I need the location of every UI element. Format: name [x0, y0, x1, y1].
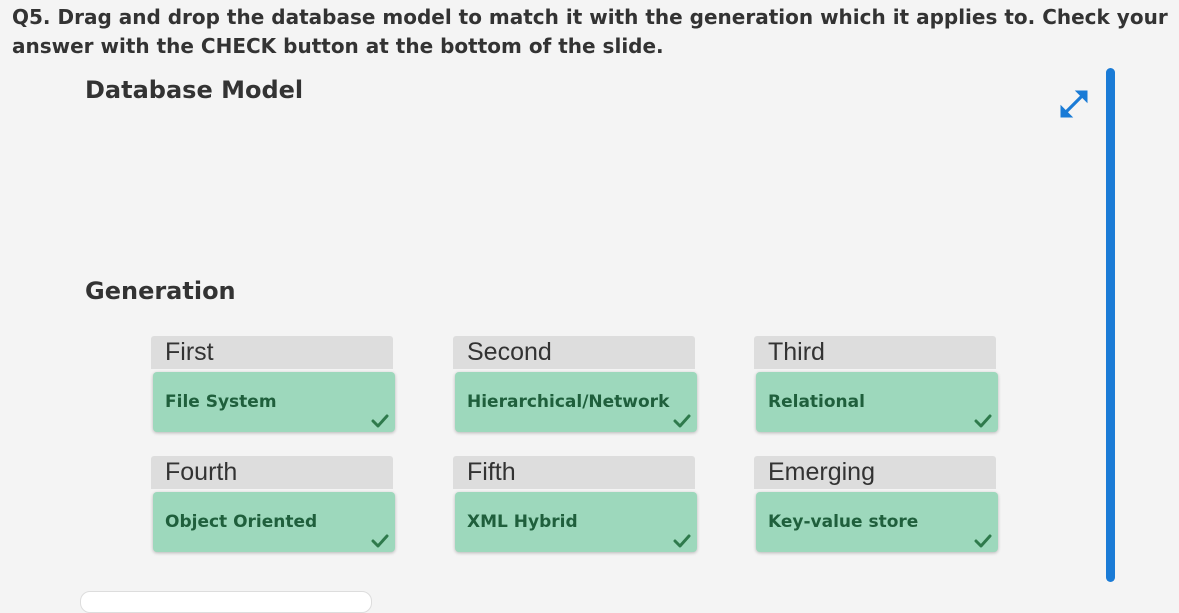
check-button-partial[interactable]	[80, 591, 372, 613]
vertical-scrollbar[interactable]	[1106, 68, 1115, 582]
zone-label: Fourth	[151, 456, 393, 489]
answer-card-relational[interactable]: Relational	[756, 372, 998, 432]
zone-label: Emerging	[754, 456, 996, 489]
zone-label: First	[151, 336, 393, 369]
answer-text: Object Oriented	[165, 512, 318, 532]
answer-text: File System	[165, 392, 277, 412]
answer-card-file-system[interactable]: File System	[153, 372, 395, 432]
drop-zone-third[interactable]: Third Relational	[754, 336, 1002, 436]
drop-zone-second[interactable]: Second Hierarchical/Network	[453, 336, 701, 436]
question-text: Q5. Drag and drop the database model to …	[12, 5, 1168, 58]
drop-zone-emerging[interactable]: Emerging Key-value store	[754, 456, 1002, 556]
zone-label: Fifth	[453, 456, 695, 489]
answer-text: Key-value store	[768, 512, 919, 532]
answer-text: Hierarchical/Network	[467, 392, 670, 412]
scrollbar-thumb[interactable]	[1106, 68, 1115, 582]
zone-label: Second	[453, 336, 695, 369]
expand-button[interactable]	[1056, 86, 1092, 122]
expand-arrows-icon	[1060, 90, 1088, 118]
checkmark-icon	[371, 414, 389, 428]
checkmark-icon	[673, 534, 691, 548]
answer-card-hierarchical-network[interactable]: Hierarchical/Network	[455, 372, 697, 432]
drop-zone-fourth[interactable]: Fourth Object Oriented	[151, 456, 399, 556]
answer-text: XML Hybrid	[467, 512, 578, 532]
drop-zone-fifth[interactable]: Fifth XML Hybrid	[453, 456, 701, 556]
checkmark-icon	[974, 534, 992, 548]
answer-card-xml-hybrid[interactable]: XML Hybrid	[455, 492, 697, 552]
generation-heading: Generation	[85, 277, 236, 305]
checkmark-icon	[974, 414, 992, 428]
answer-text: Relational	[768, 392, 865, 412]
checkmark-icon	[673, 414, 691, 428]
answer-card-object-oriented[interactable]: Object Oriented	[153, 492, 395, 552]
answer-card-key-value-store[interactable]: Key-value store	[756, 492, 998, 552]
zone-label: Third	[754, 336, 996, 369]
drop-zone-first[interactable]: First File System	[151, 336, 399, 436]
database-model-heading: Database Model	[85, 76, 304, 104]
checkmark-icon	[371, 534, 389, 548]
